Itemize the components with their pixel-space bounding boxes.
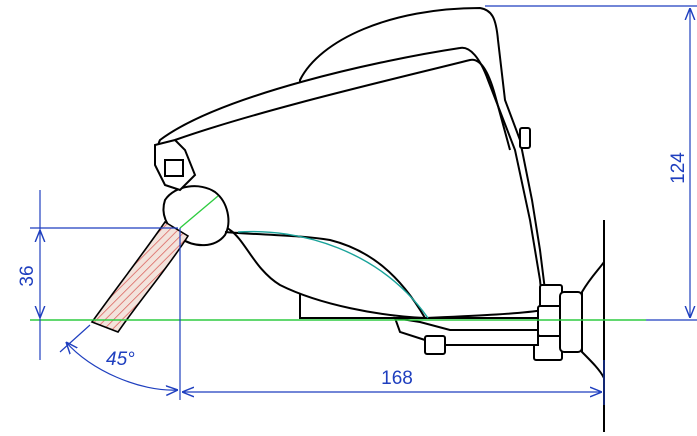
- dimension-lines: [30, 5, 697, 405]
- centerlines: [30, 195, 646, 321]
- lower-jaw: [224, 231, 426, 319]
- mount-arm: [393, 316, 539, 346]
- collar-1: [539, 284, 563, 308]
- dim-168: 168: [381, 368, 413, 389]
- dim-angle: 45°: [106, 349, 135, 370]
- mount-nut: [559, 291, 583, 353]
- dim-124: 124: [668, 152, 689, 184]
- teal-arc: [237, 230, 429, 319]
- device-body: [154, 6, 605, 379]
- rear-tab: [519, 127, 531, 149]
- arm-block: [424, 335, 446, 355]
- dim-36: 36: [17, 265, 38, 286]
- visor-line: [174, 58, 511, 151]
- button-window: [164, 159, 184, 177]
- main-housing: [157, 46, 545, 320]
- hose: [90, 220, 190, 333]
